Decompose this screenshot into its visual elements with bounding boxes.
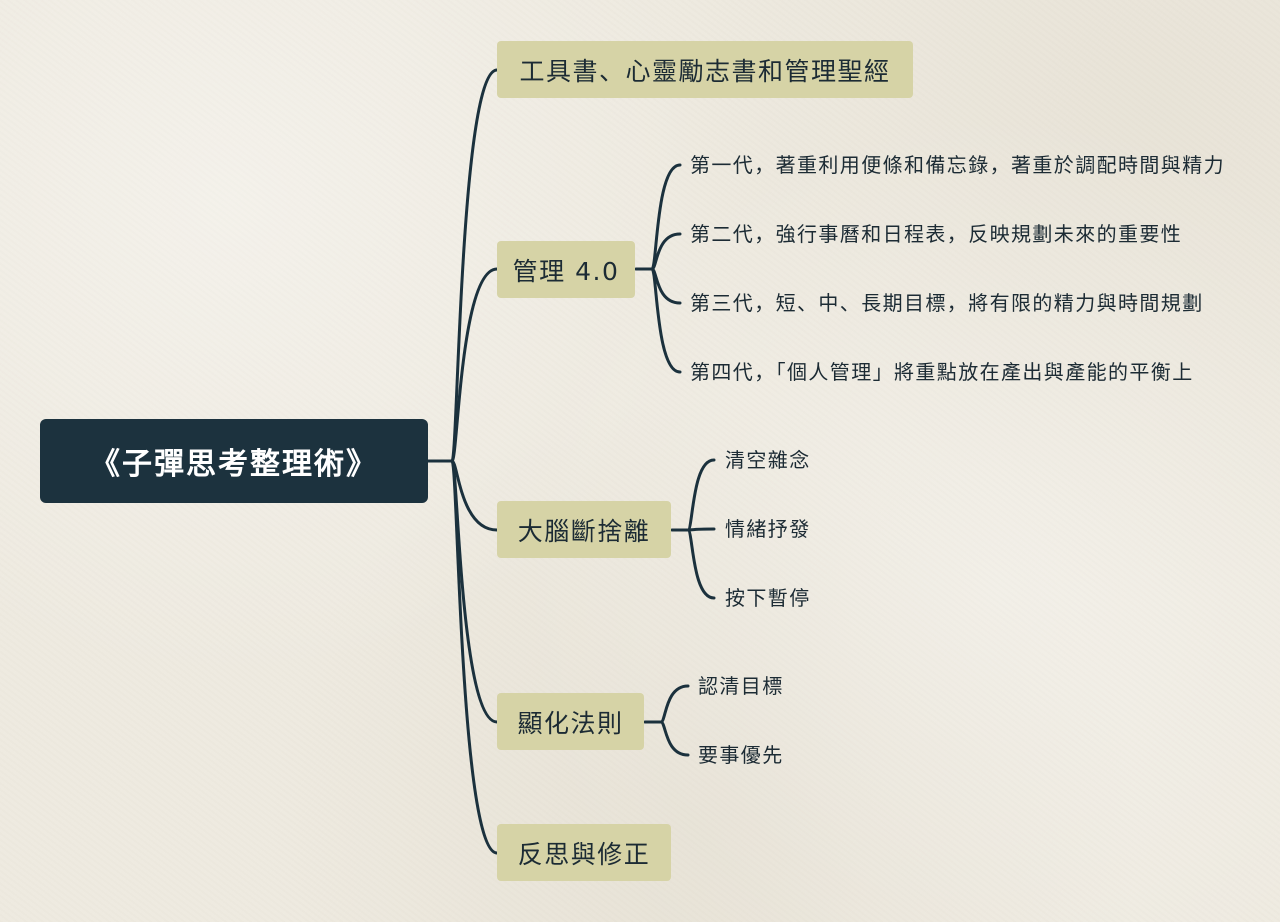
central-topic-label: 《子彈思考整理術》 — [90, 447, 378, 482]
subtopic-management-1[interactable]: 第一代，著重利用便條和備忘錄，著重於調配時間與精力 — [690, 153, 1225, 177]
topic-brain-declutter[interactable]: 大腦斷捨離 — [497, 501, 671, 558]
connector-brain-2 — [686, 527, 716, 532]
topic-label: 大腦斷捨離 — [517, 516, 651, 546]
topic-management-4[interactable]: 管理 4.0 — [497, 241, 635, 298]
subtopic-management-3[interactable]: 第三代，短、中、長期目標，將有限的精力與時間規劃 — [690, 291, 1204, 315]
connector-root-to-reflection — [450, 459, 499, 855]
subtopic-brain-3[interactable]: 按下暫停 — [725, 586, 811, 610]
topic-label: 管理 4.0 — [512, 256, 620, 286]
topic-manifestation[interactable]: 顯化法則 — [497, 693, 644, 750]
topic-tool-books[interactable]: 工具書、心靈勵志書和管理聖經 — [497, 41, 913, 98]
topic-label: 反思與修正 — [517, 839, 651, 869]
topic-label: 顯化法則 — [517, 708, 624, 738]
connector-brain-1 — [686, 458, 716, 532]
subtopic-brain-2[interactable]: 情緒抒發 — [725, 517, 811, 541]
topic-label: 工具書、心靈勵志書和管理聖經 — [519, 56, 891, 86]
subtopic-manifestation-2[interactable]: 要事優先 — [698, 743, 784, 767]
connector-brain-3 — [686, 528, 716, 600]
connector-root-to-management — [450, 267, 499, 463]
topic-reflection[interactable]: 反思與修正 — [497, 824, 671, 881]
connector-management-4 — [650, 267, 682, 374]
subtopic-manifestation-1[interactable]: 認清目標 — [698, 674, 784, 698]
connector-manifestation-2 — [659, 720, 690, 757]
subtopic-management-2[interactable]: 第二代，強行事曆和日程表，反映規劃未來的重要性 — [690, 222, 1183, 246]
subtopic-brain-1[interactable]: 清空雜念 — [725, 448, 811, 472]
connector-management-1 — [650, 163, 682, 271]
central-topic[interactable]: 《子彈思考整理術》 — [40, 419, 428, 503]
connector-manifestation-1 — [659, 684, 690, 724]
subtopic-management-4[interactable]: 第四代，「個人管理」將重點放在產出與產能的平衡上 — [690, 360, 1194, 384]
